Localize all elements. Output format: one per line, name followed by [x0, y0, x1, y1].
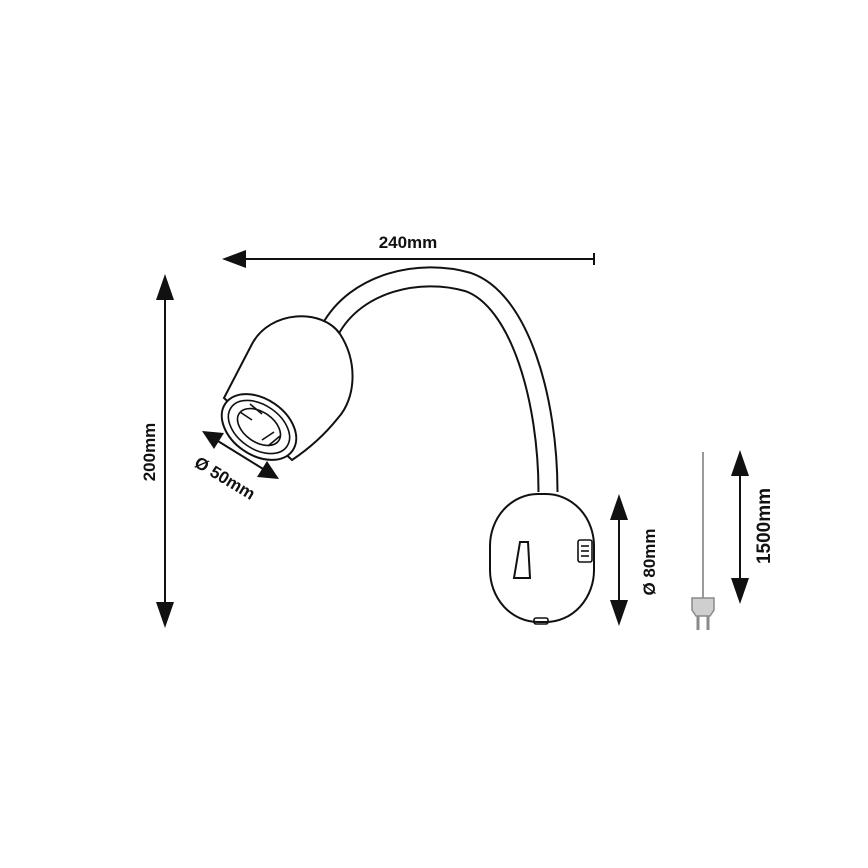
gooseneck-arm	[320, 266, 559, 493]
base-diameter-dimension: Ø 80mm	[610, 494, 659, 626]
dimmer-switch[interactable]	[512, 541, 532, 579]
plug-icon	[691, 597, 715, 617]
width-dimension: 240mm	[222, 233, 595, 268]
base-diameter-arrow-bottom	[610, 600, 628, 626]
height-arrow-top	[156, 274, 174, 300]
base-diameter-label: Ø 80mm	[640, 528, 659, 595]
head-diameter-arrow-end	[257, 461, 279, 479]
width-arrow-left	[222, 250, 246, 268]
height-dimension: 200mm	[140, 274, 174, 628]
wall-base	[489, 493, 595, 625]
height-label: 200mm	[140, 423, 159, 482]
cable-length-arrow-top	[731, 450, 749, 476]
base-diameter-arrow-top	[610, 494, 628, 520]
lamp-head	[220, 315, 354, 462]
head-diameter-arrow-start	[202, 431, 224, 449]
cable-length-dimension: 1500mm	[731, 450, 775, 604]
side-connector	[577, 539, 593, 563]
cable-length-label: 1500mm	[754, 488, 775, 564]
head-diameter-line	[212, 437, 269, 473]
height-arrow-bottom	[156, 602, 174, 628]
wall-base-cable-exit	[533, 617, 549, 625]
lamp-head-lens-ring	[227, 399, 291, 455]
wall-base-plate	[489, 493, 595, 623]
lamp-head-reflector-lines	[239, 403, 281, 447]
cable-length-arrow-bottom	[731, 578, 749, 604]
lamp-head-bulb	[236, 407, 282, 447]
lamp-head-rim	[220, 393, 298, 461]
width-label: 240mm	[379, 233, 438, 252]
power-cable	[691, 452, 715, 630]
